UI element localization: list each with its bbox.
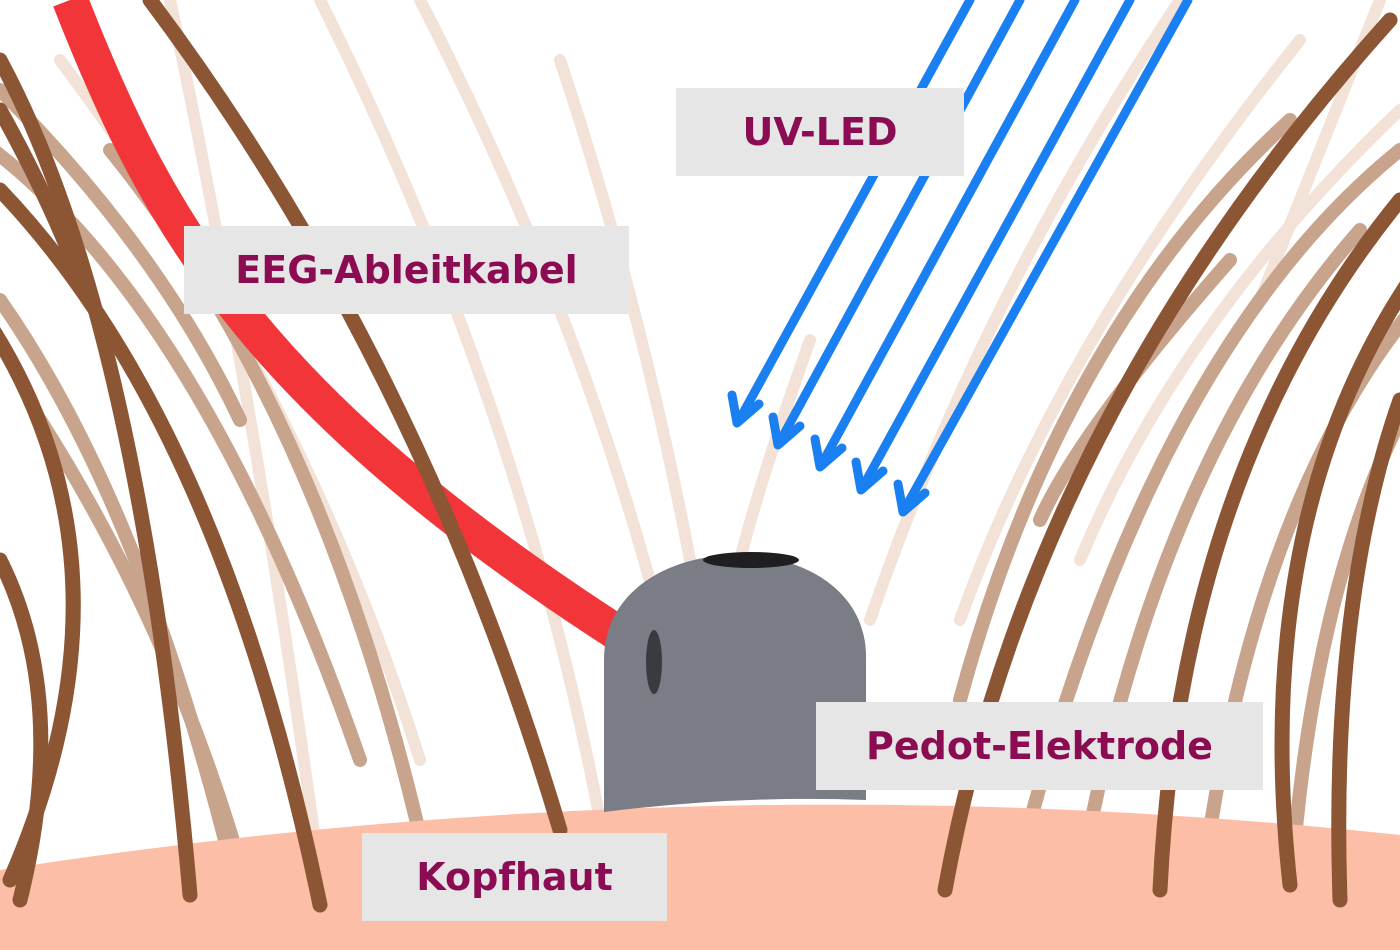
pedot-electrode-label: Pedot-Elektrode (816, 702, 1263, 790)
uv-light-arrows (737, 0, 1193, 508)
scalp-label: Kopfhaut (362, 833, 667, 921)
cable-socket (646, 630, 662, 694)
arrowhead (893, 479, 930, 517)
eeg-cable (53, 0, 670, 676)
arrowhead (851, 457, 888, 495)
arrowhead (810, 434, 847, 472)
pedot-electrode (604, 552, 867, 812)
electrode-top-opening (703, 552, 799, 568)
uv-arrowheads (727, 390, 930, 517)
scalp-surface (0, 804, 1400, 950)
eeg-cable-label: EEG-Ableitkabel (184, 226, 629, 314)
arrowhead (727, 390, 764, 428)
arrowhead (768, 412, 805, 450)
uv-led-label: UV-LED (676, 88, 964, 176)
